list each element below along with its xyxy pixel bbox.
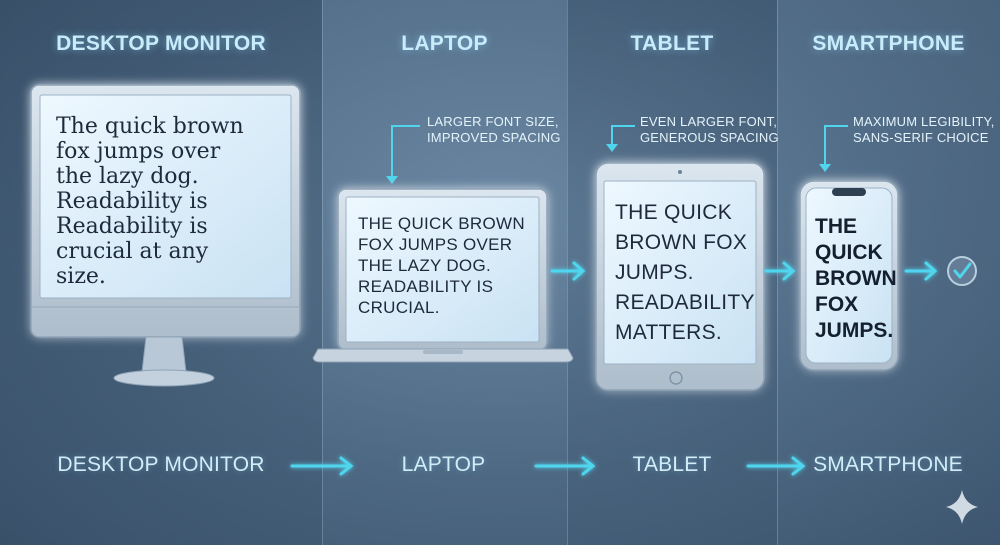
desktop-screen-text: The quick brown fox jumps over the lazy … (56, 114, 244, 289)
arrow-right-icon (534, 456, 596, 476)
laptop-screen-text: THE QUICK BROWN FOX JUMPS OVER THE LAZY … (358, 213, 525, 318)
arrow-right-icon (764, 261, 796, 281)
footer-tablet: TABLET (632, 453, 712, 476)
arrow-right-icon (746, 456, 806, 476)
smartphone-note: MAXIMUM LEGIBILITY, SANS-SERIF CHOICE (853, 114, 995, 146)
footer-laptop: LAPTOP (401, 453, 486, 476)
screen-line: FOX (815, 293, 859, 316)
screen-line: FOX JUMPS OVER (358, 235, 513, 254)
screen-line: JUMPS. (615, 261, 694, 284)
smartphone-screen-text: THE QUICK BROWN FOX JUMPS. (815, 214, 897, 344)
panel-divider (322, 0, 323, 545)
screen-line: the lazy dog. (56, 164, 199, 189)
note-line: EVEN LARGER FONT, (640, 114, 778, 129)
footer-desktop: DESKTOP MONITOR (57, 453, 265, 476)
footer-smartphone: SMARTPHONE (813, 453, 963, 476)
laptop-note: LARGER FONT SIZE, IMPROVED SPACING (427, 114, 561, 146)
screen-line: BROWN FOX (615, 231, 748, 254)
arrow-right-icon (290, 456, 354, 476)
header-laptop: LAPTOP (401, 32, 488, 55)
screen-line: QUICK (815, 241, 883, 264)
screen-line: CRUCIAL. (358, 298, 440, 317)
check-circle-icon (947, 256, 977, 286)
arrow-right-icon (550, 261, 586, 281)
screen-line: The quick brown (56, 114, 244, 139)
note-line: LARGER FONT SIZE, (427, 114, 559, 129)
screen-line: READABILITY IS (358, 277, 494, 296)
note-line: GENEROUS SPACING (640, 130, 779, 145)
header-tablet: TABLET (630, 32, 714, 55)
screen-line: THE QUICK BROWN (358, 214, 525, 233)
tablet-screen-text: THE QUICK BROWN FOX JUMPS. READABILITY M… (615, 198, 755, 348)
screen-line: THE QUICK (615, 201, 733, 224)
screen-line: READABILITY (615, 291, 755, 314)
screen-line: THE (815, 215, 857, 238)
screen-line: Readability is (56, 214, 208, 239)
screen-line: size. (56, 264, 106, 289)
screen-line: JUMPS. (815, 319, 894, 342)
screen-line: Readability is (56, 189, 208, 214)
screen-line: fox jumps over (56, 139, 221, 164)
note-line: IMPROVED SPACING (427, 130, 561, 145)
note-line: SANS-SERIF CHOICE (853, 130, 989, 145)
arrow-right-icon (904, 261, 938, 281)
sparkle-icon (946, 490, 978, 524)
header-smartphone: SMARTPHONE (812, 32, 965, 55)
tablet-note: EVEN LARGER FONT, GENEROUS SPACING (640, 114, 779, 146)
screen-line: MATTERS. (615, 321, 723, 344)
screen-line: crucial at any (56, 239, 209, 264)
screen-line: THE LAZY DOG. (358, 256, 492, 275)
header-desktop: DESKTOP MONITOR (56, 32, 266, 55)
screen-line: BROWN (815, 267, 897, 290)
note-line: MAXIMUM LEGIBILITY, (853, 114, 995, 129)
